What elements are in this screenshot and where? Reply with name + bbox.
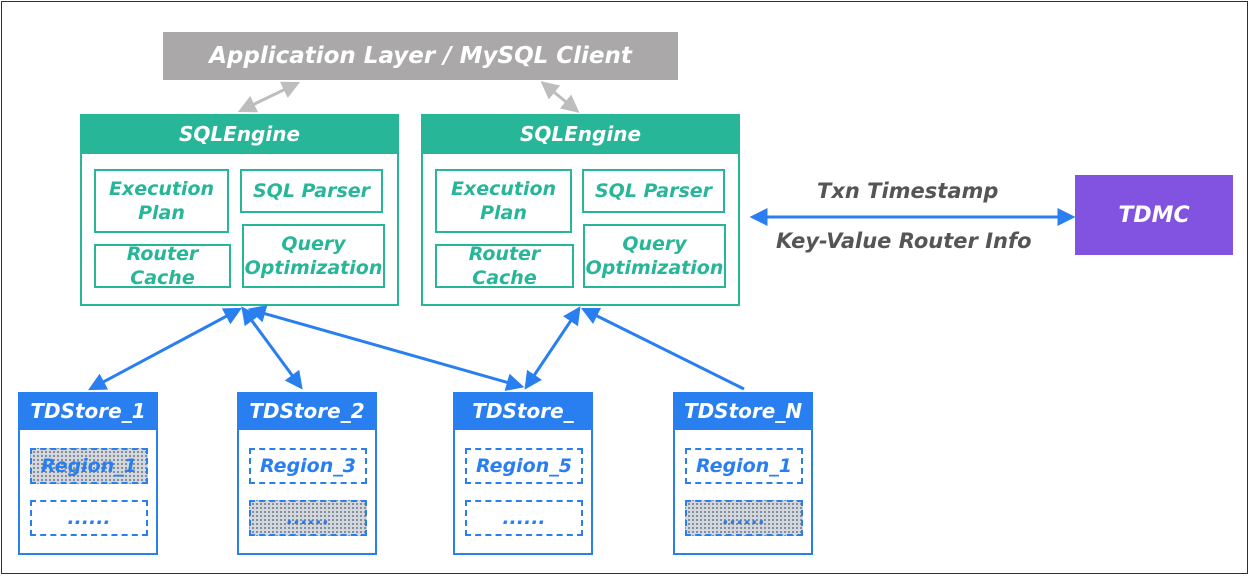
application-layer-label: Application Layer / MySQL Client xyxy=(209,43,632,69)
sql-parser-module: SQL Parser xyxy=(582,169,725,213)
tdstore-n-title: TDStore_N xyxy=(673,392,813,430)
region-placeholder: ...... xyxy=(465,500,583,536)
application-layer-box: Application Layer / MySQL Client xyxy=(163,32,678,80)
sql-engine-2: SQLEngine Execution Plan SQL Parser Rout… xyxy=(421,114,740,306)
region-box: Region_5 xyxy=(465,448,583,484)
tdstore-n: TDStore_N Region_1 ...... xyxy=(673,392,813,555)
tdstore-1-title: TDStore_1 xyxy=(18,392,158,430)
query-optimization-module: Query Optimization xyxy=(583,224,726,288)
engine1-tdstore1-arrow xyxy=(88,307,242,391)
router-cache-module: Router Cache xyxy=(435,243,574,289)
router-cache-module: Router Cache xyxy=(94,243,231,289)
sql-engine-2-title: SQLEngine xyxy=(421,114,740,154)
region-placeholder: ...... xyxy=(685,500,803,536)
query-optimization-module: Query Optimization xyxy=(242,224,385,288)
execution-plan-module: Execution Plan xyxy=(94,169,229,233)
sql-engine-1-title: SQLEngine xyxy=(80,114,399,154)
txn-timestamp-label: Txn Timestamp xyxy=(817,179,999,203)
sql-engine-1: SQLEngine Execution Plan SQL Parser Rout… xyxy=(80,114,399,306)
region-box: Region_3 xyxy=(249,448,367,484)
tdstore-1: TDStore_1 Region_1 ...... xyxy=(18,392,158,555)
engine2-tdstore3-arrow xyxy=(524,306,581,390)
tdstore-2: TDStore_2 Region_3 ...... xyxy=(237,392,377,555)
key-value-router-info-label: Key-Value Router Info xyxy=(776,229,1032,253)
region-placeholder: ...... xyxy=(30,500,148,536)
tdmc-box: TDMC xyxy=(1075,175,1233,255)
sql-parser-module: SQL Parser xyxy=(240,169,383,213)
region-placeholder: ...... xyxy=(249,500,367,536)
client-engine1-arrow xyxy=(237,81,301,113)
tdstore-3-title: TDStore_ xyxy=(453,392,593,430)
tdmc-label: TDMC xyxy=(1118,202,1190,228)
tdstore-2-title: TDStore_2 xyxy=(237,392,377,430)
engine1-tdstore3-arrow xyxy=(247,305,525,391)
engine2-tdstoren-arrow xyxy=(580,307,745,391)
region-box: Region_1 xyxy=(30,448,148,484)
client-engine2-arrow xyxy=(540,81,580,113)
tdstore-3: TDStore_ Region_5 ...... xyxy=(453,392,593,555)
region-box: Region_1 xyxy=(685,448,803,484)
execution-plan-module: Execution Plan xyxy=(435,169,572,233)
